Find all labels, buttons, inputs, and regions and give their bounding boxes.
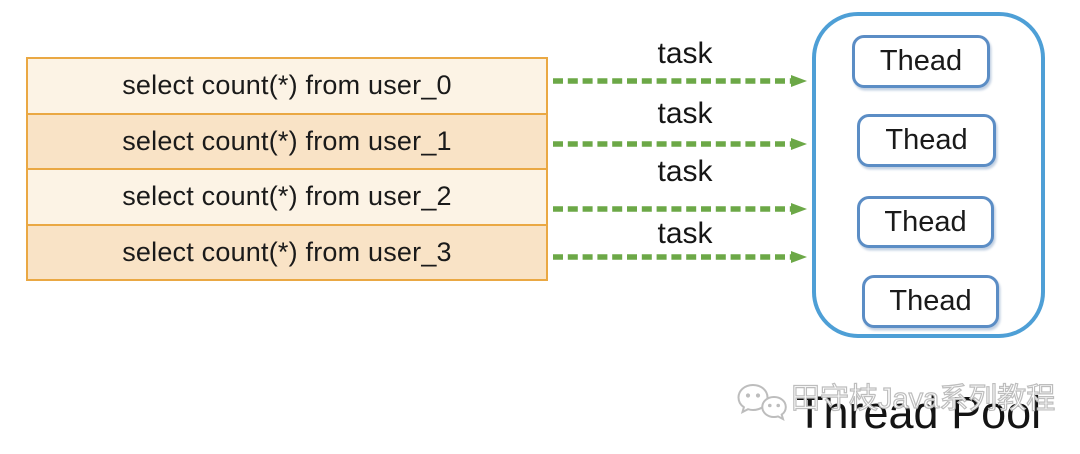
thread-label: Thead: [884, 205, 967, 238]
task-arrow-icon: [553, 75, 807, 87]
task-label: task: [657, 217, 713, 250]
thread-box: Thead: [857, 114, 996, 167]
thread-box: Thead: [852, 35, 990, 88]
query-row: select count(*) from user_2: [28, 168, 546, 224]
thread-label: Thead: [889, 285, 972, 317]
wechat-icon: [737, 383, 787, 421]
task-arrow-icon: [553, 138, 807, 150]
task-label: task: [657, 97, 713, 130]
diagram-caption: Thread Pool: [796, 387, 1042, 438]
query-text: select count(*) from user_0: [122, 70, 452, 101]
thread-label: Thead: [879, 45, 963, 77]
query-text: select count(*) from user_2: [122, 181, 452, 212]
thread-box: Thead: [862, 275, 999, 328]
query-row: select count(*) from user_3: [28, 223, 546, 279]
task-arrow-icon: [553, 251, 807, 263]
task-label: task: [657, 37, 713, 70]
query-stack: select count(*) from user_0 select count…: [26, 57, 548, 281]
query-row: select count(*) from user_0: [28, 59, 546, 113]
task-arrow-icon: [553, 203, 807, 215]
task-label: task: [657, 155, 713, 188]
thread-label: Thead: [885, 124, 968, 156]
query-text: select count(*) from user_3: [122, 236, 452, 267]
query-text: select count(*) from user_1: [122, 125, 452, 156]
thread-box: Thead: [857, 196, 994, 248]
watermark-text: 田守枝Java系列教程: [790, 383, 1056, 415]
query-row: select count(*) from user_1: [28, 112, 546, 168]
